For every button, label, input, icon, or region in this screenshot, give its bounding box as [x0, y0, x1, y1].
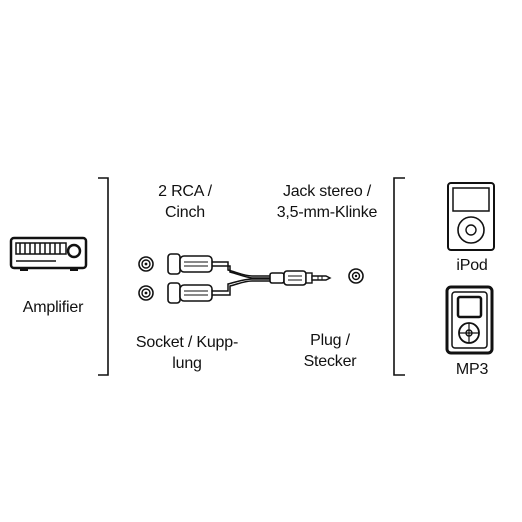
mp3-player-icon — [445, 285, 494, 355]
rca-socket-bottom — [138, 285, 154, 301]
ipod-icon — [447, 182, 495, 251]
socket-label-line2: lung — [172, 355, 202, 372]
plug-label-line1: Plug / — [310, 332, 350, 349]
rca-socket-top — [138, 256, 154, 272]
rca-label-line2: Cinch — [165, 204, 205, 221]
jack-label-line1: Jack stereo / — [282, 183, 372, 200]
plug-label-line2: Stecker — [303, 353, 357, 370]
amplifier-icon — [9, 236, 88, 271]
right-bracket — [393, 177, 405, 376]
jack-label-line2: 3,5-mm-Klinke — [276, 204, 378, 221]
rca-connector-top — [167, 253, 213, 275]
mp3-label: MP3 — [455, 361, 489, 378]
socket-label-line1: Socket / Kupp- — [135, 334, 239, 351]
rca-label-line1: 2 RCA / — [158, 183, 212, 200]
ipod-label: iPod — [456, 257, 488, 274]
left-bracket — [98, 177, 109, 376]
rca-connector-bottom — [167, 282, 213, 304]
amplifier-label: Amplifier — [22, 299, 84, 316]
jack-socket-icon — [348, 268, 364, 284]
jack-plug-icon — [269, 270, 332, 286]
cable — [212, 261, 272, 296]
